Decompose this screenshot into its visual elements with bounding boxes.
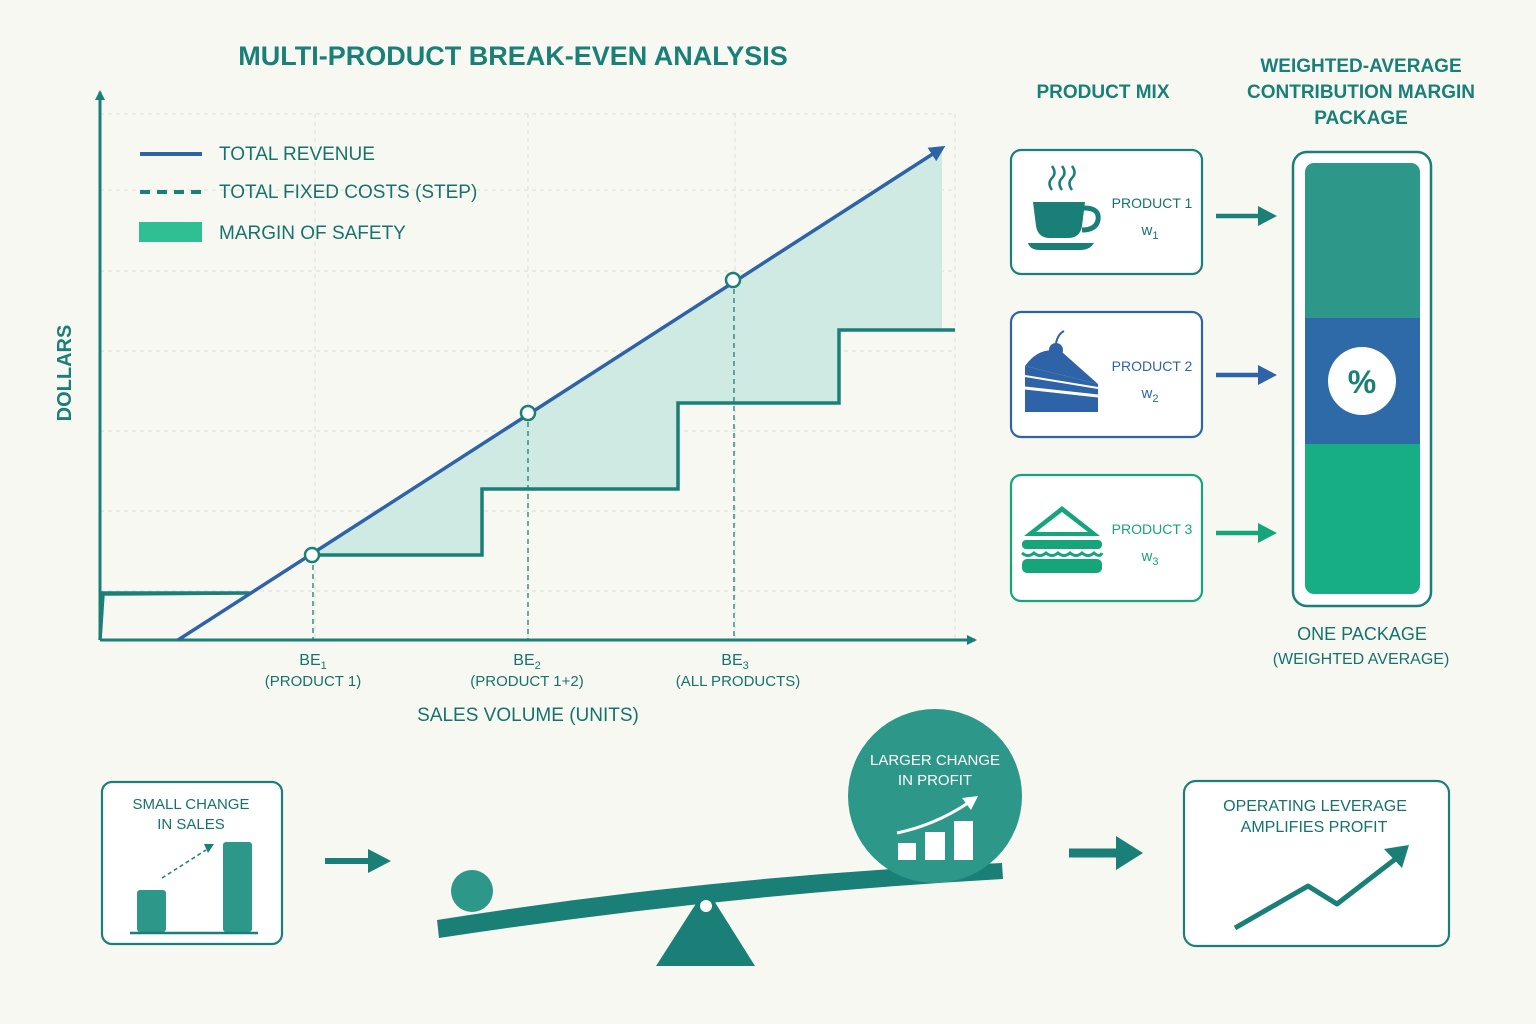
arrow-to-result <box>1069 836 1143 870</box>
product-mix-heading: PRODUCT MIX <box>1037 82 1170 103</box>
be1-desc: (PRODUCT 1) <box>265 673 361 690</box>
larger-change-line-1: LARGER CHANGE <box>870 752 1000 769</box>
legend-margin-label: MARGIN OF SAFETY <box>219 223 406 244</box>
cake-slice-icon <box>1024 330 1099 412</box>
x-axis-label: SALES VOLUME (UNITS) <box>417 705 639 726</box>
seesaw-fulcrum <box>656 888 755 966</box>
result-line-2: AMPLIFIES PROFIT <box>1241 819 1388 836</box>
small-change-line-2: IN SALES <box>157 816 225 833</box>
coffee-cup-icon <box>1028 165 1101 250</box>
trend-up-arrow-icon <box>1233 845 1409 931</box>
product-card-2: PRODUCT 2 w2 <box>1009 310 1204 439</box>
small-bar-chart-icon <box>130 842 258 935</box>
small-change-card: SMALL CHANGE IN SALES <box>100 780 284 946</box>
legend: TOTAL REVENUE TOTAL FIXED COSTS (STEP) M… <box>139 144 477 244</box>
break-even-label-3: BE3 (ALL PRODUCTS) <box>676 652 800 690</box>
arrow-product-1 <box>1216 206 1277 226</box>
be3-desc: (ALL PRODUCTS) <box>676 673 800 690</box>
break-even-point-1 <box>303 546 321 564</box>
legend-revenue-label: TOTAL REVENUE <box>219 144 375 165</box>
svg-text:w1: w1 <box>1141 222 1159 242</box>
percent-symbol: % <box>1348 364 1376 400</box>
small-change-line-1: SMALL CHANGE <box>133 796 250 813</box>
svg-text:w2: w2 <box>1141 385 1159 405</box>
svg-text:w3: w3 <box>1141 548 1159 568</box>
svg-text:BE1: BE1 <box>299 652 326 672</box>
operating-leverage-card: OPERATING LEVERAGE AMPLIFIES PROFIT <box>1182 779 1451 948</box>
break-even-markers <box>312 280 735 640</box>
product-2-weight-sub: 2 <box>1152 393 1158 405</box>
product-1-weight-sub: 1 <box>1152 230 1158 242</box>
chart-title: MULTI-PRODUCT BREAK-EVEN ANALYSIS <box>238 41 788 71</box>
arrow-product-2 <box>1216 365 1277 385</box>
break-even-point-2 <box>519 404 537 422</box>
package-segment-product-1 <box>1305 163 1420 323</box>
seesaw-illustration: LARGER CHANGE IN PROFIT <box>437 709 1022 966</box>
product-3-weight-sub: 3 <box>1152 556 1158 568</box>
package-segment-product-3 <box>1305 444 1420 594</box>
be3-label: BE <box>721 652 742 669</box>
svg-text:BE3: BE3 <box>721 652 748 672</box>
small-weight-ball <box>451 870 493 912</box>
be1-label: BE <box>299 652 320 669</box>
product-3-weight: w <box>1141 548 1153 565</box>
legend-fixed-costs-label: TOTAL FIXED COSTS (STEP) <box>219 182 477 203</box>
large-profit-circle <box>848 709 1022 883</box>
percent-badge <box>1328 347 1396 415</box>
arrow-product-3 <box>1216 523 1277 543</box>
product-card-1: PRODUCT 1 w1 <box>1009 148 1204 276</box>
product-2-name: PRODUCT 2 <box>1112 358 1193 374</box>
y-axis-label: DOLLARS <box>54 325 76 422</box>
package-caption-line-1: ONE PACKAGE <box>1297 624 1427 644</box>
package-heading-line-2: CONTRIBUTION MARGIN <box>1247 82 1475 103</box>
legend-margin-swatch <box>139 222 202 242</box>
product-1-name: PRODUCT 1 <box>1112 195 1193 211</box>
package-heading-line-1: WEIGHTED-AVERAGE <box>1260 56 1461 77</box>
result-line-1: OPERATING LEVERAGE <box>1223 798 1407 815</box>
be1-sub: 1 <box>321 660 327 672</box>
rising-bars-icon <box>896 796 978 860</box>
product-3-name: PRODUCT 3 <box>1112 521 1193 537</box>
svg-text:BE2: BE2 <box>513 652 540 672</box>
be2-desc: (PRODUCT 1+2) <box>470 673 584 690</box>
seesaw-beam <box>437 863 1003 938</box>
product-card-3: PRODUCT 3 w3 <box>1009 473 1204 603</box>
be2-sub: 2 <box>535 660 541 672</box>
package-caption-line-2: (WEIGHTED AVERAGE) <box>1273 651 1450 668</box>
weighted-average-package: % <box>1291 150 1433 608</box>
break-even-point-3 <box>724 271 742 289</box>
product-1-weight: w <box>1141 222 1153 239</box>
arrow-to-seesaw <box>325 849 391 873</box>
fixed-costs-step-line <box>98 328 955 641</box>
product-2-weight: w <box>1141 385 1153 402</box>
be2-label: BE <box>513 652 534 669</box>
break-even-label-1: BE1 (PRODUCT 1) <box>265 652 361 690</box>
break-even-label-2: BE2 (PRODUCT 1+2) <box>470 652 584 690</box>
package-heading-line-3: PACKAGE <box>1314 108 1408 129</box>
be3-sub: 3 <box>743 660 749 672</box>
sandwich-icon <box>1021 506 1104 573</box>
larger-change-line-2: IN PROFIT <box>898 772 972 789</box>
